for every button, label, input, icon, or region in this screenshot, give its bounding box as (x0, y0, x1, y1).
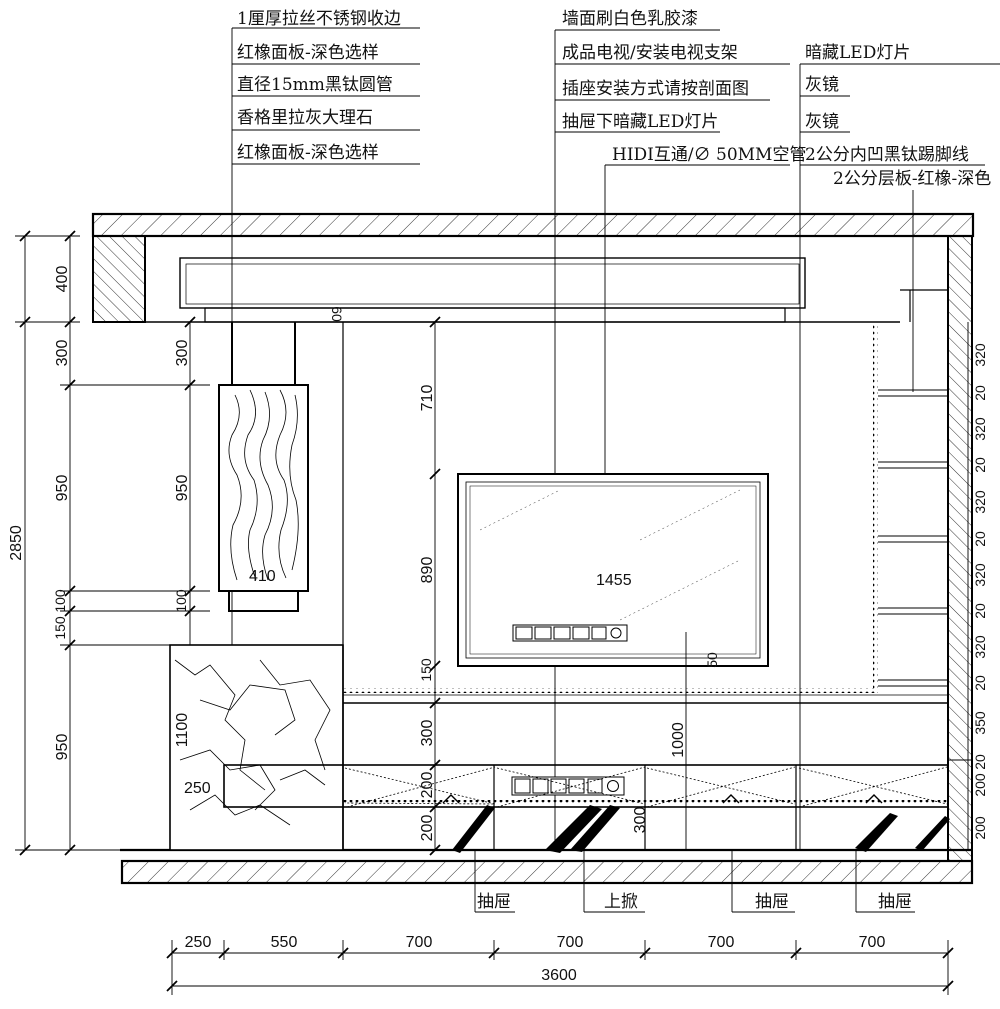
drawer-label-3: 抽屉 (878, 892, 912, 912)
ceiling-slab (91, 212, 975, 323)
dim-890: 890 (419, 557, 436, 584)
right-shelving (878, 389, 972, 761)
dim-b-250: 250 (185, 934, 212, 951)
dim-100: 100 (52, 589, 68, 613)
dim-pendant-410: 410 (249, 568, 276, 585)
dim-tv-50: 50 (704, 652, 720, 668)
dim-60: 60 (329, 306, 345, 322)
dim-inner-950: 950 (174, 475, 191, 502)
dim-r-20-6: 20 (972, 754, 988, 770)
dim-950: 950 (54, 475, 71, 502)
annotations-left: 1厘厚拉丝不锈钢收边 红橡面板-深色选样 直径15mm黑钛圆管 香格里拉灰大理石… (237, 9, 401, 163)
annotation-shelf-board: 2公分层板-红橡-深色 (833, 169, 991, 189)
annotation-drawer-led: 抽屉下暗藏LED灯片 (562, 112, 718, 132)
pendant-wood-panel (218, 322, 309, 612)
annotation-stainless-trim: 1厘厚拉丝不锈钢收边 (237, 9, 401, 29)
annotation-oak-panel-2: 红橡面板-深色选样 (237, 143, 379, 163)
dim-r-20-2: 20 (972, 457, 988, 473)
dim-r-200-1: 200 (972, 773, 988, 797)
dim-r-20-3: 20 (972, 531, 988, 547)
dim-200-b: 200 (419, 815, 436, 842)
lift-up-label: 上掀 (604, 892, 638, 912)
dim-inner-250: 250 (184, 780, 211, 797)
dim-150-tv: 150 (418, 658, 434, 682)
dims-right-shelves: 320 20 320 20 320 20 320 20 320 20 350 2… (972, 343, 988, 840)
dim-b-700-4: 700 (859, 934, 886, 951)
dim-tv-1455: 1455 (596, 572, 632, 589)
floor-slab (120, 848, 974, 885)
dim-r-20-1: 20 (972, 385, 988, 401)
annotation-hidden-led: 暗藏LED灯片 (805, 43, 910, 63)
dim-b-550: 550 (271, 934, 298, 951)
low-cabinet (223, 694, 949, 850)
dim-r-20-4: 20 (972, 603, 988, 619)
dim-inner-300: 300 (174, 340, 191, 367)
drawer-label-1: 抽屉 (477, 892, 511, 912)
dim-r-200-2: 200 (972, 816, 988, 840)
drawer-label-2: 抽屉 (755, 892, 789, 912)
dim-950-lower: 950 (54, 734, 71, 761)
dim-r-320-5: 320 (972, 635, 988, 659)
dim-total-3600: 3600 (541, 967, 577, 984)
dims-left-inner: 300 950 100 1100 250 410 (173, 340, 276, 797)
marble-column (169, 322, 344, 851)
dim-r-320-4: 320 (972, 563, 988, 587)
dim-b-700-1: 700 (406, 934, 433, 951)
annotation-grey-marble: 香格里拉灰大理石 (237, 108, 373, 128)
dim-1000: 1000 (670, 722, 687, 758)
annotations-right: 暗藏LED灯片 灰镜 灰镜 2公分内凹黑钛踢脚线 2公分层板-红橡-深色 (805, 43, 991, 189)
dim-r-20-5: 20 (972, 675, 988, 691)
dimension-lines (15, 230, 969, 995)
annotation-skirting: 2公分内凹黑钛踢脚线 (805, 145, 969, 165)
annotation-grey-mirror-2: 灰镜 (805, 112, 839, 132)
annotation-oak-panel: 红橡面板-深色选样 (237, 43, 379, 63)
dim-r-320-3: 320 (972, 490, 988, 514)
dim-300: 300 (54, 340, 71, 367)
annotation-socket-install: 插座安装方式请按剖面图 (562, 79, 749, 99)
dims-tv-column: 60 710 890 150 300 200 200 1455 50 1000 … (329, 306, 720, 841)
dim-cabinet-300: 300 (632, 807, 649, 834)
dim-150: 150 (52, 616, 68, 640)
dim-inner-1100: 1100 (174, 713, 191, 748)
dim-200-a: 200 (419, 772, 436, 799)
dim-400: 400 (54, 266, 71, 293)
annotation-tv-bracket: 成品电视/安装电视支架 (562, 43, 738, 63)
annotations-center: 墙面刷白色乳胶漆 成品电视/安装电视支架 插座安装方式请按剖面图 抽屉下暗藏LE… (562, 9, 806, 165)
annotation-titanium-tube: 直径15mm黑钛圆管 (237, 75, 393, 95)
dims-left-outer: 400 300 950 100 150 950 2850 (8, 266, 71, 761)
dim-300-tv: 300 (419, 720, 436, 747)
dim-b-700-3: 700 (708, 934, 735, 951)
dim-r-350: 350 (972, 711, 988, 735)
dim-710: 710 (419, 385, 436, 412)
dim-r-320-2: 320 (972, 417, 988, 441)
annotation-hdmi-pipe: HIDI互通/∅ 50MM空管 (612, 145, 806, 165)
drawer-label-leaders (474, 850, 915, 913)
dim-total-2850: 2850 (8, 525, 25, 561)
led-strip-patches (452, 805, 950, 853)
drawer-labels: 抽屉 上掀 抽屉 抽屉 (477, 892, 912, 912)
tv-sockets (512, 624, 628, 642)
dim-r-320-1: 320 (972, 343, 988, 367)
annotation-latex-paint: 墙面刷白色乳胶漆 (562, 9, 698, 29)
dim-b-700-2: 700 (557, 934, 584, 951)
dims-bottom: 250 550 700 700 700 700 3600 (185, 934, 886, 984)
dim-inner-100: 100 (173, 589, 189, 613)
annotation-grey-mirror: 灰镜 (805, 75, 839, 95)
